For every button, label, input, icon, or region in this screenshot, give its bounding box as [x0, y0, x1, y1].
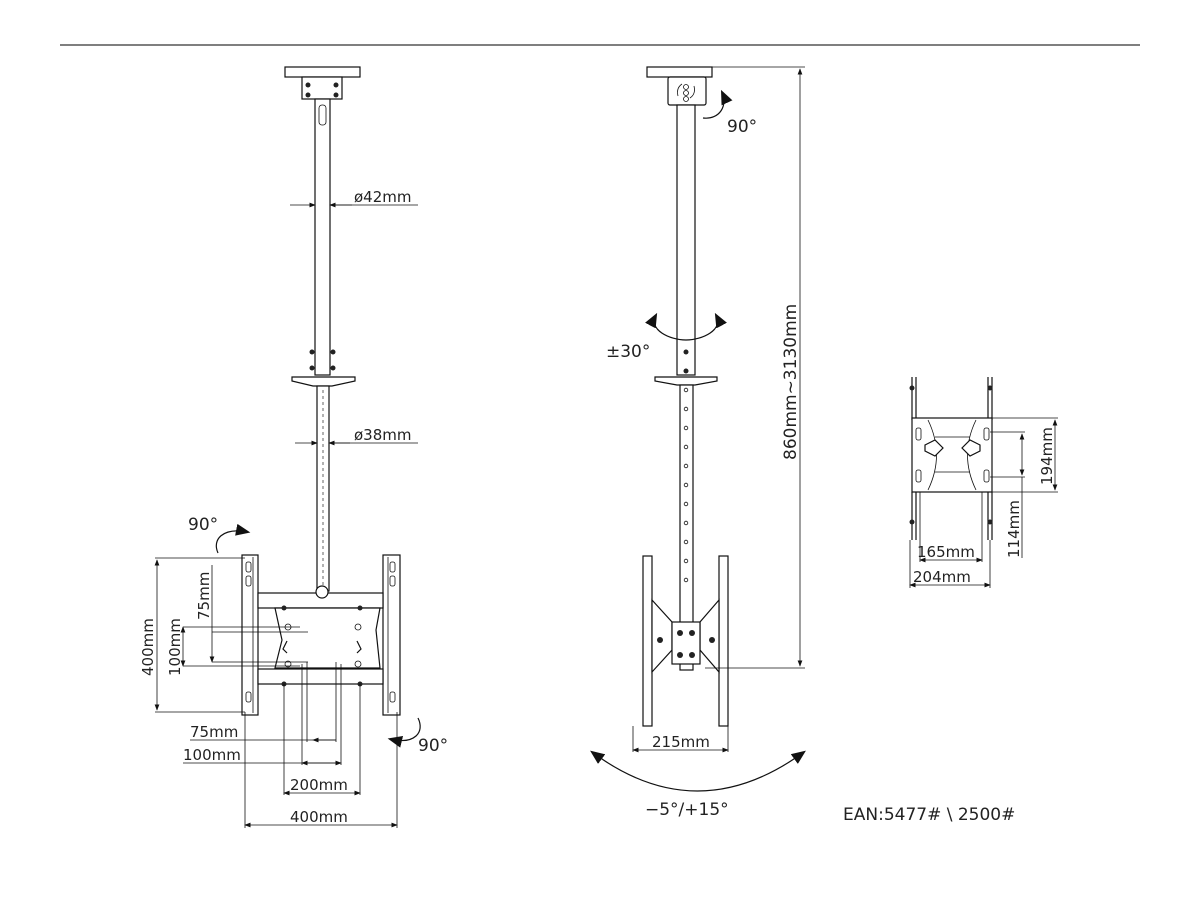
horizontal-400mm-label: 400mm	[290, 808, 348, 826]
top-view: 194mm 114mm 165mm 204mm	[909, 377, 1058, 588]
top-height-inner-label: 114mm	[1005, 500, 1023, 558]
vertical-400mm-label: 400mm	[139, 618, 157, 676]
horizontal-200mm-label: 200mm	[290, 776, 348, 794]
tilt-arrow-icon	[590, 750, 806, 792]
horizontal-100mm-label: 100mm	[183, 746, 241, 764]
vertical-100mm-label: 100mm	[166, 618, 184, 676]
top-width-inner-label: 165mm	[917, 543, 975, 561]
horizontal-75mm-label: 75mm	[190, 723, 238, 741]
front-view: ø42mm ø38mm 400mm 75mm	[139, 66, 448, 828]
upper-pole-diameter-label: ø42mm	[354, 188, 412, 206]
rotation-arrow-icon	[387, 717, 421, 748]
ean-code: EAN:5477# \ 2500#	[843, 805, 1015, 825]
vertical-75mm-label: 75mm	[195, 572, 213, 620]
rotation-top-left-label: 90°	[188, 515, 218, 535]
bracket-depth-label: 215mm	[652, 733, 710, 751]
lower-pole-diameter-label: ø38mm	[354, 426, 412, 444]
tilt-range-label: −5°/+15°	[645, 800, 729, 820]
rotation-arrow-icon	[702, 89, 733, 119]
top-width-outer-label: 204mm	[913, 568, 971, 586]
pole-swivel-label: ±30°	[606, 342, 650, 362]
side-view: 90° ±30° 860mm~3130mm 215mm −5°/+15°	[590, 66, 806, 820]
ceiling-swivel-label: 90°	[727, 117, 757, 137]
rotation-arrow-icon	[215, 523, 251, 554]
height-range-label: 860mm~3130mm	[781, 304, 801, 460]
rotation-bottom-right-label: 90°	[418, 736, 448, 756]
top-height-outer-label: 194mm	[1038, 427, 1056, 485]
swivel-arrow-icon	[645, 312, 727, 341]
